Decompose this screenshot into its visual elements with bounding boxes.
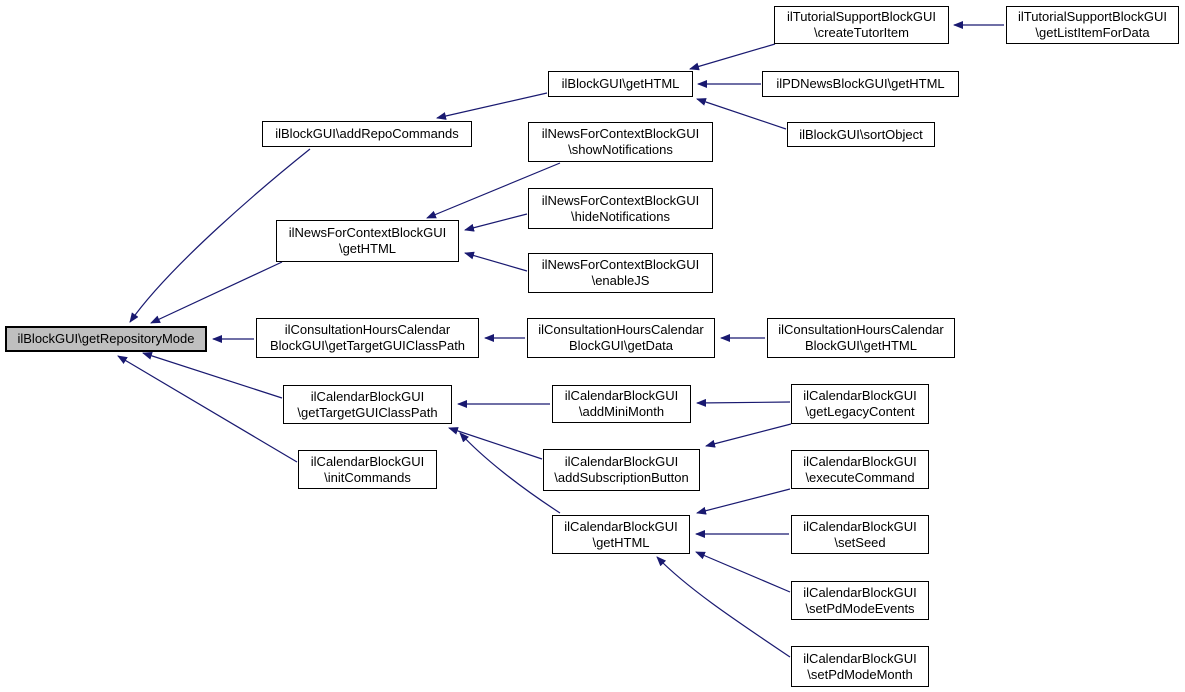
edge-calGetHTML-to-calGetTargetGUIClassPath xyxy=(459,432,561,514)
graph-node-calGetHTML[interactable]: ilCalendarBlockGUI\getHTML xyxy=(552,515,690,554)
graph-node-label-line: BlockGUI\getData xyxy=(568,338,674,353)
graph-node-initCommands[interactable]: ilCalendarBlockGUI\initCommands xyxy=(298,450,437,489)
graph-node-label-line: ilConsultationHoursCalendar xyxy=(778,322,944,337)
edges-group xyxy=(117,21,1004,658)
graph-node-label-line: \getHTML xyxy=(338,241,397,256)
graph-node-label-line: \getTargetGUIClassPath xyxy=(297,404,438,420)
graph-node-label-line: ilCalendarBlockGUI xyxy=(564,518,678,534)
graph-node-enableJS[interactable]: ilNewsForContextBlockGUI\enableJS xyxy=(528,253,713,293)
edge-blockGetHTML-to-addRepoCommands xyxy=(436,92,548,120)
graph-node-label-line: \setPdModeMonth xyxy=(807,666,913,682)
graph-node-label-line: \setSeed xyxy=(834,534,886,550)
graph-node-label-line: BlockGUI\getTargetGUIClassPath xyxy=(269,338,466,353)
graph-node-label-line: ilCalendarBlockGUI xyxy=(564,388,679,403)
graph-node-label-line: ilConsultationHoursCalendar xyxy=(284,322,451,337)
graph-node-label-line: ilNewsForContextBlockGUI xyxy=(541,126,700,141)
graph-node-label-line: \addMiniMonth xyxy=(578,404,665,419)
graph-node-label-line: ilNewsForContextBlockGUI xyxy=(288,225,447,240)
graph-node-label-line: ilBlockGUI\getHTML xyxy=(561,76,680,91)
graph-node-calGetTargetGUIClassPath[interactable]: ilCalendarBlockGUI\getTargetGUIClassPath xyxy=(283,385,452,424)
graph-node-label-line: \enableJS xyxy=(591,273,650,288)
graph-node-label-line: ilCalendarBlockGUI xyxy=(564,454,679,469)
graph-node-label-line: ilBlockGUI\addRepoCommands xyxy=(275,126,459,141)
graph-node-label-line: ilCalendarBlockGUI xyxy=(803,453,917,469)
graph-node-getListItemForData[interactable]: ilTutorialSupportBlockGUI\getListItemFor… xyxy=(1006,6,1179,44)
edge-enableJS-to-newsGetHTML xyxy=(464,251,528,272)
edge-sortObject-to-blockGetHTML xyxy=(696,98,787,130)
edge-getLegacyContent-to-addSubscriptionButton xyxy=(705,423,792,448)
graph-node-addSubscriptionButton[interactable]: ilCalendarBlockGUI\addSubscriptionButton xyxy=(543,449,700,491)
graph-node-label-line: ilTutorialSupportBlockGUI xyxy=(786,9,937,24)
edge-executeCommand-to-calGetHTML xyxy=(696,488,791,515)
graph-node-label-line: \getHTML xyxy=(592,534,650,550)
graph-node-pdNewsGetHTML[interactable]: ilPDNewsBlockGUI\getHTML xyxy=(762,71,959,97)
graph-node-getRepositoryMode[interactable]: ilBlockGUI\getRepositoryMode xyxy=(5,326,207,352)
edge-newsGetHTML-to-getRepositoryMode xyxy=(150,261,283,324)
edge-hideNotifications-to-newsGetHTML xyxy=(464,213,528,232)
graph-node-setPdModeEvents[interactable]: ilCalendarBlockGUI\setPdModeEvents xyxy=(791,581,929,620)
edge-calGetTargetGUIClassPath-to-getRepositoryMode xyxy=(142,351,283,399)
graph-node-label-line: ilCalendarBlockGUI xyxy=(310,388,425,404)
edge-setPdModeMonth-to-calGetHTML xyxy=(656,556,791,658)
graph-node-label-line: BlockGUI\getHTML xyxy=(805,338,917,353)
graph-node-newsGetHTML[interactable]: ilNewsForContextBlockGUI\getHTML xyxy=(276,220,459,262)
edge-initCommands-to-getRepositoryMode xyxy=(117,355,298,463)
graph-node-label-line: ilNewsForContextBlockGUI xyxy=(541,192,700,208)
graph-node-label-line: \hideNotifications xyxy=(571,208,670,224)
graph-node-label-line: ilCalendarBlockGUI xyxy=(803,518,917,534)
graph-node-label-line: ilCalendarBlockGUI xyxy=(803,388,917,403)
graph-node-label-line: ilBlockGUI\getRepositoryMode xyxy=(17,331,195,346)
graph-node-label-line: ilCalendarBlockGUI xyxy=(803,584,917,600)
graph-node-label-line: \getListItemForData xyxy=(1035,25,1150,40)
graph-node-addRepoCommands[interactable]: ilBlockGUI\addRepoCommands xyxy=(262,121,472,147)
graph-node-setSeed[interactable]: ilCalendarBlockGUI\setSeed xyxy=(791,515,929,554)
graph-node-setPdModeMonth[interactable]: ilCalendarBlockGUI\setPdModeMonth xyxy=(791,646,929,687)
graph-node-label-line: \addSubscriptionButton xyxy=(554,470,689,485)
graph-node-showNotifications[interactable]: ilNewsForContextBlockGUI\showNotificatio… xyxy=(528,122,713,162)
graph-node-executeCommand[interactable]: ilCalendarBlockGUI\executeCommand xyxy=(791,450,929,489)
graph-node-label-line: ilConsultationHoursCalendar xyxy=(538,322,704,337)
graph-node-label-line: ilBlockGUI\sortObject xyxy=(799,126,923,142)
edge-addRepoCommands-to-getRepositoryMode xyxy=(129,148,311,323)
graph-node-label-line: \getLegacyContent xyxy=(805,404,915,419)
graph-node-label-line: \initCommands xyxy=(324,469,411,485)
graph-node-getLegacyContent[interactable]: ilCalendarBlockGUI\getLegacyContent xyxy=(791,384,929,424)
graph-node-addMiniMonth[interactable]: ilCalendarBlockGUI\addMiniMonth xyxy=(552,385,691,423)
edge-showNotifications-to-newsGetHTML xyxy=(426,162,561,219)
graph-node-sortObject[interactable]: ilBlockGUI\sortObject xyxy=(787,122,935,147)
graph-node-hideNotifications[interactable]: ilNewsForContextBlockGUI\hideNotificatio… xyxy=(528,188,713,229)
graph-node-label-line: \setPdModeEvents xyxy=(805,600,915,616)
graph-node-label-line: \createTutorItem xyxy=(814,25,909,40)
edge-getLegacyContent-to-addMiniMonth xyxy=(696,398,791,407)
graph-node-label-line: ilCalendarBlockGUI xyxy=(803,650,917,666)
graph-node-label-line: \executeCommand xyxy=(805,469,915,485)
graph-node-label-line: ilPDNewsBlockGUI\getHTML xyxy=(776,76,945,91)
graph-node-label-line: \showNotifications xyxy=(568,142,673,157)
graph-node-blockGetHTML[interactable]: ilBlockGUI\getHTML xyxy=(548,71,693,97)
edge-setPdModeEvents-to-calGetHTML xyxy=(695,551,791,593)
edge-createTutorItem-to-blockGetHTML xyxy=(689,43,776,71)
graph-node-createTutorItem[interactable]: ilTutorialSupportBlockGUI\createTutorIte… xyxy=(774,6,949,44)
graph-node-label-line: ilTutorialSupportBlockGUI xyxy=(1017,9,1168,24)
graph-node-label-line: ilNewsForContextBlockGUI xyxy=(541,257,700,272)
graph-node-label-line: ilCalendarBlockGUI xyxy=(310,453,425,469)
